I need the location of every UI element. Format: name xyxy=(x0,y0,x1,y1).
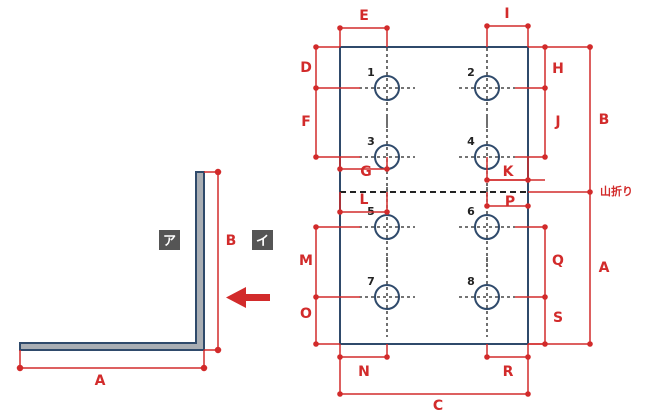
dim-c xyxy=(337,357,531,397)
direction-arrow-icon xyxy=(226,287,270,308)
dim-i xyxy=(484,23,531,47)
dim-fold xyxy=(528,189,593,195)
hole-2: 2 xyxy=(459,48,515,128)
fold-label: 山折り xyxy=(600,184,633,198)
dim-label-g: G xyxy=(360,164,372,180)
dim-n xyxy=(337,344,390,360)
dimension-angle-b xyxy=(204,168,222,354)
dim-label-e: E xyxy=(359,8,369,24)
dim-l xyxy=(337,192,390,215)
dim-b xyxy=(587,44,593,192)
hole-number: 7 xyxy=(367,275,375,288)
badge-i: イ xyxy=(252,230,273,250)
hole-8: 8 xyxy=(459,257,515,337)
dim-label-b: B xyxy=(599,112,610,128)
dim-label-h: H xyxy=(552,61,564,77)
dim-label-o: O xyxy=(300,306,312,322)
dim-label-i: I xyxy=(504,6,509,22)
dim-label-s: S xyxy=(553,310,563,326)
dim-q xyxy=(515,224,548,300)
dim-s xyxy=(528,297,548,347)
dim-label-k: K xyxy=(503,164,515,180)
dim-label-d: D xyxy=(300,60,312,76)
hole-number: 2 xyxy=(467,66,475,79)
dim-label-f: F xyxy=(301,114,311,130)
dim-label-a: A xyxy=(599,260,610,276)
hole-number: 8 xyxy=(467,275,475,288)
dim-e xyxy=(337,25,390,47)
angle-label-b: B xyxy=(226,233,237,249)
dim-g xyxy=(337,157,390,172)
dimension-lines xyxy=(313,23,593,397)
dim-j xyxy=(515,88,548,160)
hole-number: 3 xyxy=(367,135,375,148)
dim-label-l: L xyxy=(360,192,369,208)
dim-f xyxy=(313,88,360,160)
hole-1: 1 xyxy=(359,48,415,128)
angle-steel-shape xyxy=(19,171,205,351)
svg-text:ア: ア xyxy=(163,234,176,249)
dim-label-m: M xyxy=(299,253,313,269)
dim-label-r: R xyxy=(503,364,514,380)
hole-number: 1 xyxy=(367,66,375,79)
hole-number: 6 xyxy=(467,205,475,218)
hole-number: 4 xyxy=(467,135,475,148)
dim-h xyxy=(528,44,593,50)
dim-label-c: C xyxy=(433,398,443,414)
dim-a xyxy=(528,192,593,347)
badge-a: ア xyxy=(159,230,180,250)
dimension-angle-a xyxy=(16,350,208,372)
dim-m xyxy=(313,224,360,300)
dim-label-n: N xyxy=(358,364,370,380)
dim-r xyxy=(484,344,531,360)
dim-o xyxy=(313,297,340,347)
dim-d xyxy=(313,44,360,91)
dim-label-j: J xyxy=(554,114,560,130)
dim-h-v xyxy=(515,47,548,91)
dim-label-p: P xyxy=(505,194,515,210)
dim-label-q: Q xyxy=(552,253,564,269)
dim-p xyxy=(484,192,531,209)
hole-7: 7 xyxy=(359,257,415,337)
angle-profile xyxy=(19,171,205,351)
angle-label-a: A xyxy=(95,373,106,389)
svg-text:イ: イ xyxy=(256,234,269,249)
